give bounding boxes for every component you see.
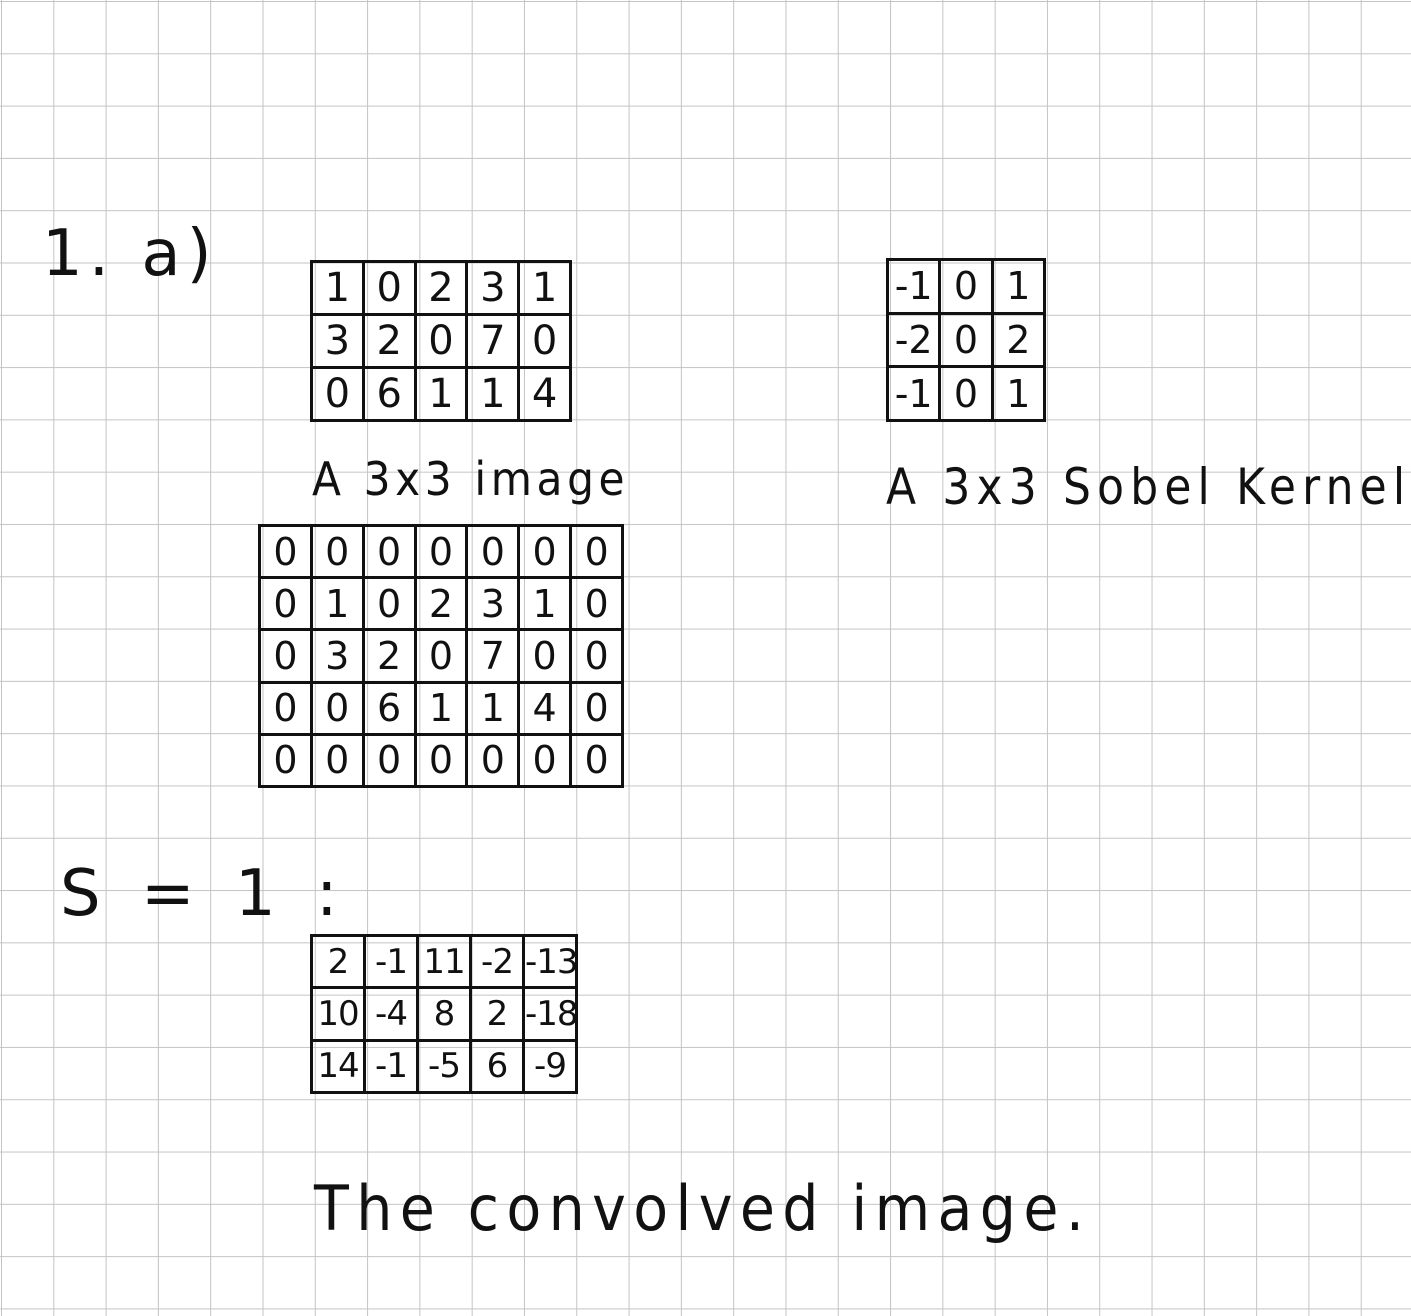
matrix-cell: -18 xyxy=(522,986,579,1042)
matrix-cell: 0 xyxy=(938,311,994,369)
matrix-cell: -2 xyxy=(469,933,525,990)
convolved-caption: The convolved image. xyxy=(314,1172,1092,1245)
matrix-cell: 0 xyxy=(258,732,313,789)
matrix-cell: 6 xyxy=(469,1038,525,1095)
matrix-cell: 7 xyxy=(465,313,521,369)
matrix-cell: -1 xyxy=(885,258,942,315)
matrix-cell: 1 xyxy=(990,365,1047,422)
matrix-cell: 2 xyxy=(361,628,417,684)
matrix-cell: 2 xyxy=(310,933,366,990)
matrix-cell: 0 xyxy=(258,628,313,684)
matrix-cell: 0 xyxy=(361,260,417,316)
matrix-cell: 4 xyxy=(517,366,572,422)
matrix-cell: 0 xyxy=(569,576,624,632)
matrix-cell: 0 xyxy=(465,523,521,580)
matrix-cell: 1 xyxy=(310,260,365,316)
matrix-cell: 0 xyxy=(569,732,624,789)
matrix-cell: 1 xyxy=(413,366,469,422)
matrix-cell: 1 xyxy=(465,366,521,422)
matrix-cell: 2 xyxy=(469,986,525,1042)
matrix-cell: 2 xyxy=(413,576,469,632)
matrix-cell: 0 xyxy=(517,523,573,580)
matrix-cell: 4 xyxy=(517,680,573,736)
matrix-cell: 0 xyxy=(517,732,573,789)
matrix-cell: 0 xyxy=(569,628,624,684)
matrix-cell: 0 xyxy=(309,680,365,736)
matrix-cell: 1 xyxy=(517,260,572,316)
matrix-cell: 3 xyxy=(465,576,521,632)
matrix-cell: 0 xyxy=(569,680,624,736)
matrix-cell: 3 xyxy=(309,628,365,684)
matrix-cell: 1 xyxy=(413,680,469,736)
matrix-cell: 0 xyxy=(258,576,313,632)
matrix-cell: 14 xyxy=(310,1038,366,1095)
matrix-cell: 0 xyxy=(938,365,994,422)
matrix-cell: 0 xyxy=(517,313,572,369)
matrix-cell: -1 xyxy=(363,1038,419,1095)
matrix-cell: 0 xyxy=(258,680,313,736)
matrix-cell: 1 xyxy=(465,680,521,736)
matrix-cell: -1 xyxy=(885,365,942,422)
matrix-cell: 1 xyxy=(990,258,1047,315)
problem-label: 1. a) xyxy=(42,217,218,291)
matrix-cell: -5 xyxy=(416,1038,472,1095)
matrix-cell: 8 xyxy=(416,986,472,1042)
stride-label: S = 1 : xyxy=(60,857,348,931)
matrix-cell: 0 xyxy=(361,523,417,580)
matrix-cell: 0 xyxy=(569,523,624,580)
matrix-cell: 0 xyxy=(938,258,994,315)
matrix-cell: 0 xyxy=(413,628,469,684)
matrix-cell: 1 xyxy=(517,576,573,632)
matrix-cell: 6 xyxy=(361,366,417,422)
matrix-cell: 3 xyxy=(310,313,365,369)
matrix-cell: 0 xyxy=(413,313,469,369)
matrix-cell: 0 xyxy=(413,523,469,580)
matrix-cell: -1 xyxy=(363,933,419,990)
image-caption: A 3x3 image xyxy=(312,452,630,506)
matrix-cell: 0 xyxy=(465,732,521,789)
matrix-cell: 11 xyxy=(416,933,472,990)
matrix-cell: 0 xyxy=(361,576,417,632)
matrix-cell: 0 xyxy=(258,523,313,580)
matrix-cell: 10 xyxy=(310,986,366,1042)
kernel-caption: A 3x3 Sobel Kernel xyxy=(886,458,1411,516)
matrix-cell: 2 xyxy=(990,311,1047,369)
matrix-cell: 0 xyxy=(310,366,365,422)
matrix-cell: 6 xyxy=(361,680,417,736)
matrix-cell: 0 xyxy=(309,523,365,580)
matrix-cell: 7 xyxy=(465,628,521,684)
matrix-cell: 2 xyxy=(413,260,469,316)
matrix-cell: 3 xyxy=(465,260,521,316)
matrix-cell: -13 xyxy=(522,933,579,990)
matrix-cell: 0 xyxy=(413,732,469,789)
matrix-cell: -9 xyxy=(522,1038,578,1095)
matrix-cell: 0 xyxy=(309,732,365,789)
matrix-cell: -2 xyxy=(885,311,942,369)
matrix-cell: 1 xyxy=(309,576,365,632)
matrix-cell: 2 xyxy=(361,313,417,369)
matrix-cell: -4 xyxy=(363,986,419,1042)
matrix-cell: 0 xyxy=(517,628,573,684)
matrix-cell: 0 xyxy=(361,732,417,789)
